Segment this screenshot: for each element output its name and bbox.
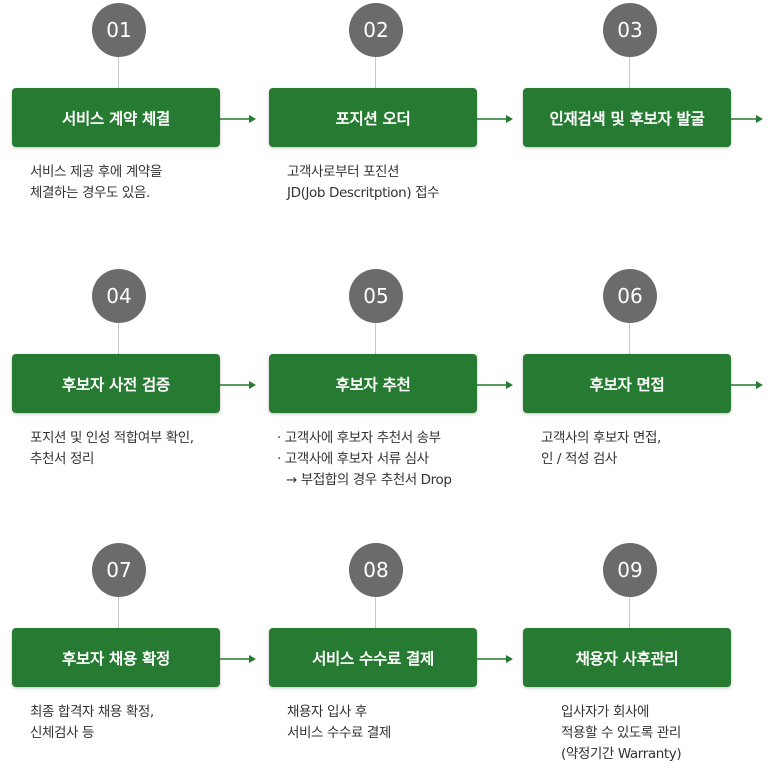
- connector-line: [375, 57, 376, 88]
- step-05: 05 후보자 추천 · 고객사에 후보자 추천서 송부 · 고객사에 후보자 서…: [269, 266, 513, 496]
- step-title-box: 후보자 사전 검증: [12, 354, 220, 413]
- connector-line: [118, 597, 119, 628]
- step-04: 04 후보자 사전 검증 포지션 및 인성 적합여부 확인, 추천서 정리: [12, 266, 256, 496]
- step-description: · 고객사에 후보자 추천서 송부 · 고객사에 후보자 서류 심사 → 부접합…: [277, 428, 482, 491]
- step-number-badge: 07: [92, 543, 146, 597]
- arrow-right-icon: [220, 381, 256, 389]
- step-08: 08 서비스 수수료 결제 채용자 입사 후 서비스 수수료 결제: [269, 540, 513, 770]
- step-01: 01 서비스 계약 체결 서비스 제공 후에 계약을 체결하는 경우도 있음.: [12, 0, 256, 230]
- connector-line: [118, 57, 119, 88]
- arrow-right-icon: [220, 115, 256, 123]
- description-line: 최종 합격자 채용 확정,: [30, 704, 154, 720]
- arrow-right-icon: [220, 655, 256, 663]
- description-line: 입사자가 회사에: [561, 704, 650, 720]
- step-description: 채용자 입사 후 서비스 수수료 결제: [287, 702, 492, 744]
- step-description: 포지션 및 인성 적합여부 확인, 추천서 정리: [30, 428, 235, 470]
- description-line: (약정기간 Warranty): [561, 746, 682, 762]
- description-line: 포지션 및 인성 적합여부 확인,: [30, 430, 194, 446]
- description-line: · 고객사에 후보자 추천서 송부: [277, 430, 441, 446]
- description-line: 추천서 정리: [30, 451, 94, 467]
- description-line: 서비스 제공 후에 계약을: [30, 164, 162, 180]
- connector-line: [375, 323, 376, 354]
- description-line: · 고객사에 후보자 서류 심사: [277, 451, 429, 467]
- step-09: 09 채용자 사후관리 입사자가 회사에 적용할 수 있도록 관리 (약정기간 …: [523, 540, 743, 770]
- connector-line: [629, 597, 630, 628]
- description-line: 서비스 수수료 결제: [287, 725, 391, 741]
- step-title-box: 후보자 면접: [523, 354, 731, 413]
- description-line: 체결하는 경우도 있음.: [30, 185, 150, 201]
- arrow-right-icon: [731, 115, 763, 123]
- arrow-right-icon: [731, 381, 763, 389]
- step-title-box: 인재검색 및 후보자 발굴: [523, 88, 731, 147]
- arrow-right-icon: [477, 115, 513, 123]
- step-02: 02 포지션 오더 고객사로부터 포진션 JD(Job Descritption…: [269, 0, 513, 230]
- step-number-badge: 04: [92, 269, 146, 323]
- step-number-badge: 01: [92, 3, 146, 57]
- description-line: → 부접합의 경우 추천서 Drop: [286, 472, 452, 488]
- step-06: 06 후보자 면접 고객사의 후보자 면접, 인 / 적성 검사: [523, 266, 763, 496]
- step-number-badge: 02: [349, 3, 403, 57]
- step-description: 고객사의 후보자 면접, 인 / 적성 검사: [541, 428, 746, 470]
- step-number-badge: 09: [603, 543, 657, 597]
- description-line: 신체검사 등: [30, 725, 94, 741]
- description-line: 고객사로부터 포진션: [287, 164, 400, 180]
- step-03: 03 인재검색 및 후보자 발굴: [523, 0, 763, 230]
- description-line: 적용할 수 있도록 관리: [561, 725, 681, 741]
- step-number-badge: 06: [603, 269, 657, 323]
- step-title-box: 채용자 사후관리: [523, 628, 731, 687]
- description-line: 인 / 적성 검사: [541, 451, 617, 467]
- step-description: 최종 합격자 채용 확정, 신체검사 등: [30, 702, 235, 744]
- step-description: 고객사로부터 포진션 JD(Job Descritption) 접수: [287, 162, 492, 204]
- step-number-badge: 03: [603, 3, 657, 57]
- step-number-badge: 08: [349, 543, 403, 597]
- description-line: 채용자 입사 후: [287, 704, 367, 720]
- connector-line: [375, 597, 376, 628]
- connector-line: [629, 323, 630, 354]
- step-number-badge: 05: [349, 269, 403, 323]
- description-line: 고객사의 후보자 면접,: [541, 430, 661, 446]
- step-title-box: 후보자 채용 확정: [12, 628, 220, 687]
- connector-line: [118, 323, 119, 354]
- step-title-box: 후보자 추천: [269, 354, 477, 413]
- step-title-box: 포지션 오더: [269, 88, 477, 147]
- step-title-box: 서비스 계약 체결: [12, 88, 220, 147]
- step-description: 입사자가 회사에 적용할 수 있도록 관리 (약정기간 Warranty): [561, 702, 766, 765]
- arrow-right-icon: [477, 655, 513, 663]
- step-description: 서비스 제공 후에 계약을 체결하는 경우도 있음.: [30, 162, 235, 204]
- description-line: JD(Job Descritption) 접수: [287, 185, 440, 201]
- step-07: 07 후보자 채용 확정 최종 합격자 채용 확정, 신체검사 등: [12, 540, 256, 770]
- step-title-box: 서비스 수수료 결제: [269, 628, 477, 687]
- connector-line: [629, 57, 630, 88]
- arrow-right-icon: [477, 381, 513, 389]
